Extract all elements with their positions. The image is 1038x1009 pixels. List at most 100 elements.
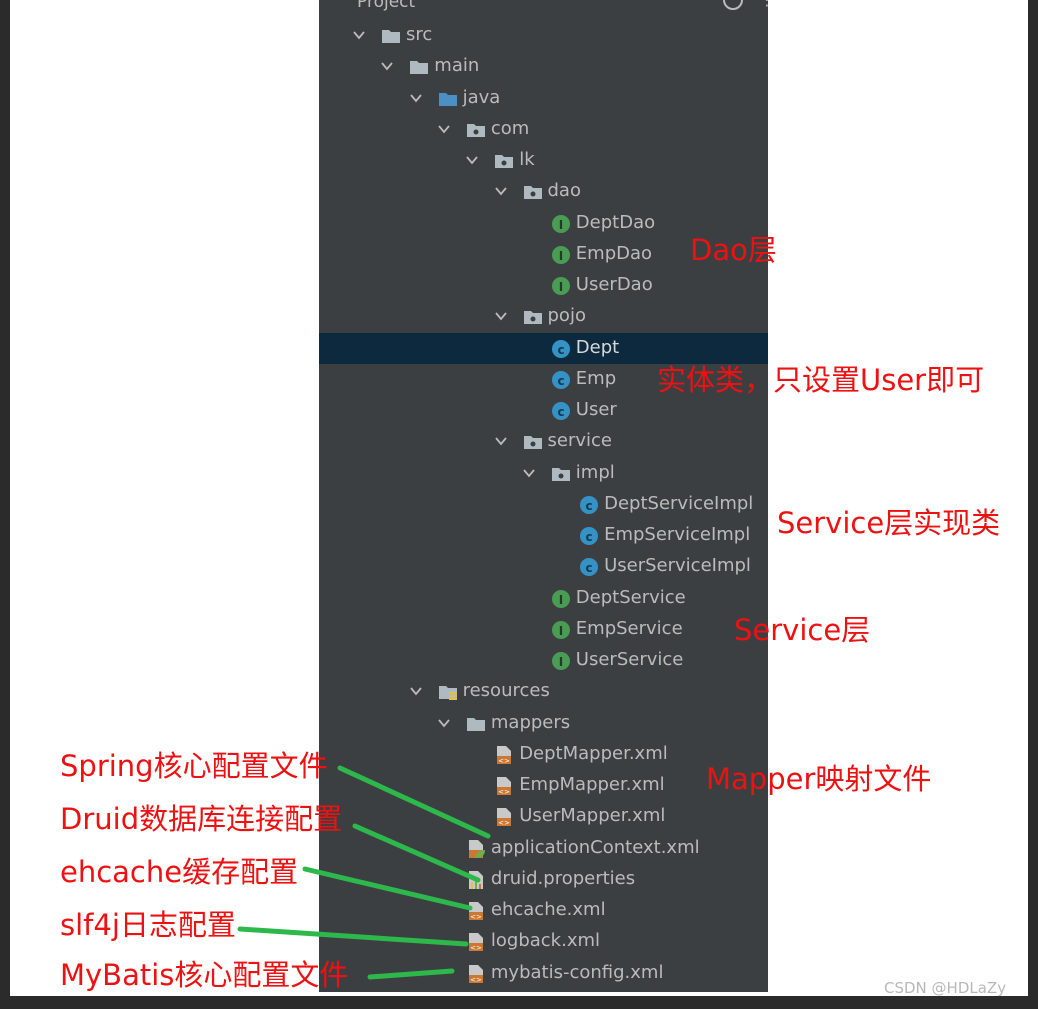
expand-chevron-icon[interactable] <box>494 185 507 197</box>
tree-row-impl[interactable]: impl <box>319 458 768 489</box>
tree-item-label: java <box>462 86 501 108</box>
tree-item-label: ehcache.xml <box>490 899 606 920</box>
tree-item-label: EmpServiceImpl <box>604 524 751 545</box>
annotation-dao: Dao层 <box>690 233 777 267</box>
xml-file-icon: <> <box>466 901 486 921</box>
tree-row-resources[interactable]: resources <box>319 676 768 707</box>
tree-row-deptserviceimpl[interactable]: c DeptServiceImpl <box>319 489 768 520</box>
interface-icon: I <box>551 245 571 265</box>
tree-item-label: UserService <box>575 649 684 670</box>
expand-chevron-icon[interactable] <box>438 717 450 729</box>
svg-text:c: c <box>586 499 593 513</box>
svg-text:I: I <box>559 624 563 638</box>
tree-row-com[interactable]: com <box>319 114 768 145</box>
expand-chevron-icon[interactable] <box>438 123 450 135</box>
tree-item-label: mappers <box>490 711 571 733</box>
interface-icon: I <box>551 589 571 609</box>
project-panel-header: Project ⋮ <box>319 0 768 14</box>
annotation-mapper: Mapper映射文件 <box>706 762 932 796</box>
svg-text:<>: <> <box>470 976 482 984</box>
svg-text:<>: <> <box>498 788 510 796</box>
annotation-slf4j: slf4j日志配置 <box>60 908 236 942</box>
tree-row-dept[interactable]: c Dept <box>319 332 768 364</box>
tree-row-empmapper-xml[interactable]: <>EmpMapper.xml <box>319 770 768 801</box>
class-icon: c <box>579 495 599 515</box>
tree-item-label: EmpService <box>575 617 683 639</box>
svg-text:c: c <box>557 343 564 357</box>
tree-row-ehcache-xml[interactable]: <> ehcache.xml <box>319 895 768 926</box>
tree-item-label: DeptMapper.xml <box>519 742 668 764</box>
resources-folder-icon <box>438 682 458 702</box>
tree-row-deptmapper-xml[interactable]: <>DeptMapper.xml <box>319 739 768 770</box>
tree-item-label: impl <box>575 461 615 483</box>
tree-item-label: logback.xml <box>490 930 601 952</box>
package-icon <box>494 151 514 171</box>
tree-row-applicationcontext-xml[interactable]: applicationContext.xml <box>319 833 768 864</box>
connector-ehcache <box>302 866 473 911</box>
interface-icon: I <box>551 276 571 296</box>
tree-item-label: EmpDao <box>575 242 653 264</box>
tree-row-logback-xml[interactable]: <> logback.xml <box>319 926 768 957</box>
expand-chevron-icon[interactable] <box>381 60 393 72</box>
expand-chevron-icon[interactable] <box>409 685 422 697</box>
tree-row-mappers[interactable]: mappers <box>319 708 768 739</box>
tree-row-empservice[interactable]: I EmpService <box>319 614 768 645</box>
folder-icon <box>381 26 401 46</box>
spring-xml-icon <box>466 839 486 859</box>
expand-chevron-icon[interactable] <box>494 435 507 447</box>
svg-text:c: c <box>557 374 564 388</box>
expand-chevron-icon[interactable] <box>409 92 422 104</box>
tree-item-label: UserMapper.xml <box>519 805 666 827</box>
more-options-icon[interactable]: ⋮ <box>759 0 768 9</box>
annotation-service: Service层 <box>734 613 871 647</box>
svg-text:<>: <> <box>470 944 482 952</box>
tree-item-label: UserDao <box>575 274 653 295</box>
tree-row-java[interactable]: java <box>319 83 768 114</box>
tree-row-dao[interactable]: dao <box>319 176 768 207</box>
package-icon <box>466 120 486 140</box>
class-icon: c <box>579 526 599 546</box>
xml-file-icon: <> <box>466 964 486 984</box>
annotation-service-impl: Service层实现类 <box>777 506 1001 540</box>
annotation-druid: Druid数据库连接配置 <box>60 802 343 836</box>
interface-icon: I <box>551 620 571 640</box>
interface-icon: I <box>551 214 571 234</box>
svg-text:<>: <> <box>470 913 482 921</box>
tree-item-label: DeptServiceImpl <box>604 492 754 514</box>
tree-item-label: Dept <box>575 336 620 358</box>
tree-row-lk[interactable]: lk <box>319 145 768 176</box>
tree-row-src[interactable]: src <box>319 20 768 51</box>
expand-chevron-icon[interactable] <box>494 310 507 322</box>
tree-item-label: druid.properties <box>490 867 636 889</box>
tree-item-label: mybatis-config.xml <box>490 961 664 983</box>
folder-icon <box>409 57 429 77</box>
tree-item-label: com <box>490 117 530 139</box>
expand-chevron-icon[interactable] <box>466 154 478 166</box>
tree-item-label: main <box>434 55 480 77</box>
project-tool-window: Project ⋮ srcmainjavacomlkdaoIDeptDaoIEm… <box>319 0 768 992</box>
package-icon <box>523 432 543 452</box>
tree-row-usermapper-xml[interactable]: <>UserMapper.xml <box>319 801 768 832</box>
screenshot-frame-right <box>1028 0 1038 1009</box>
expand-chevron-icon[interactable] <box>523 467 535 479</box>
annotation-spring: Spring核心配置文件 <box>60 749 328 783</box>
svg-text:I: I <box>559 218 563 232</box>
tree-row-main[interactable]: main <box>319 51 768 82</box>
project-panel-title[interactable]: Project <box>357 0 416 12</box>
tree-row-service[interactable]: service <box>319 426 768 457</box>
tree-row-mybatis-config-xml[interactable]: <> mybatis-config.xml <box>319 958 768 989</box>
svg-text:c: c <box>557 405 564 419</box>
expand-chevron-icon[interactable] <box>353 29 365 41</box>
tree-row-pojo[interactable]: pojo <box>319 301 768 332</box>
tree-item-label: applicationContext.xml <box>490 836 700 858</box>
